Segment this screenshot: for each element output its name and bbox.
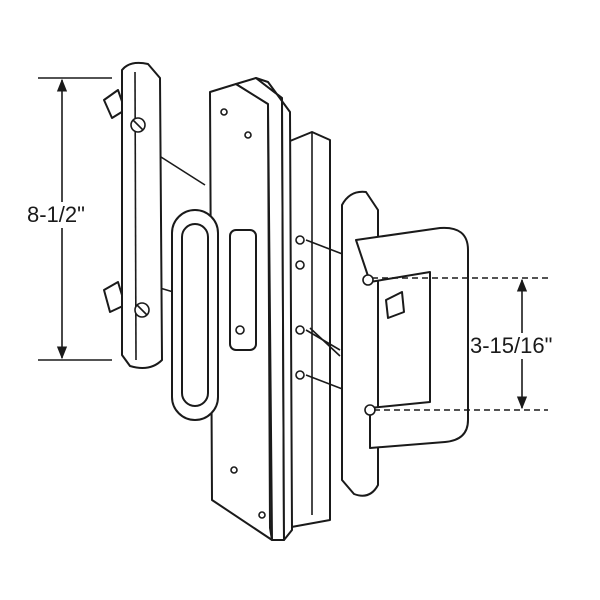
latch-cover — [171, 209, 219, 421]
lock-body — [209, 77, 293, 541]
inside-escutcheon — [103, 61, 163, 369]
handle-spacing-label: 3-15/16" — [470, 333, 553, 359]
overall-height-label: 8-1/2" — [27, 202, 85, 228]
pull-handle — [309, 190, 469, 497]
